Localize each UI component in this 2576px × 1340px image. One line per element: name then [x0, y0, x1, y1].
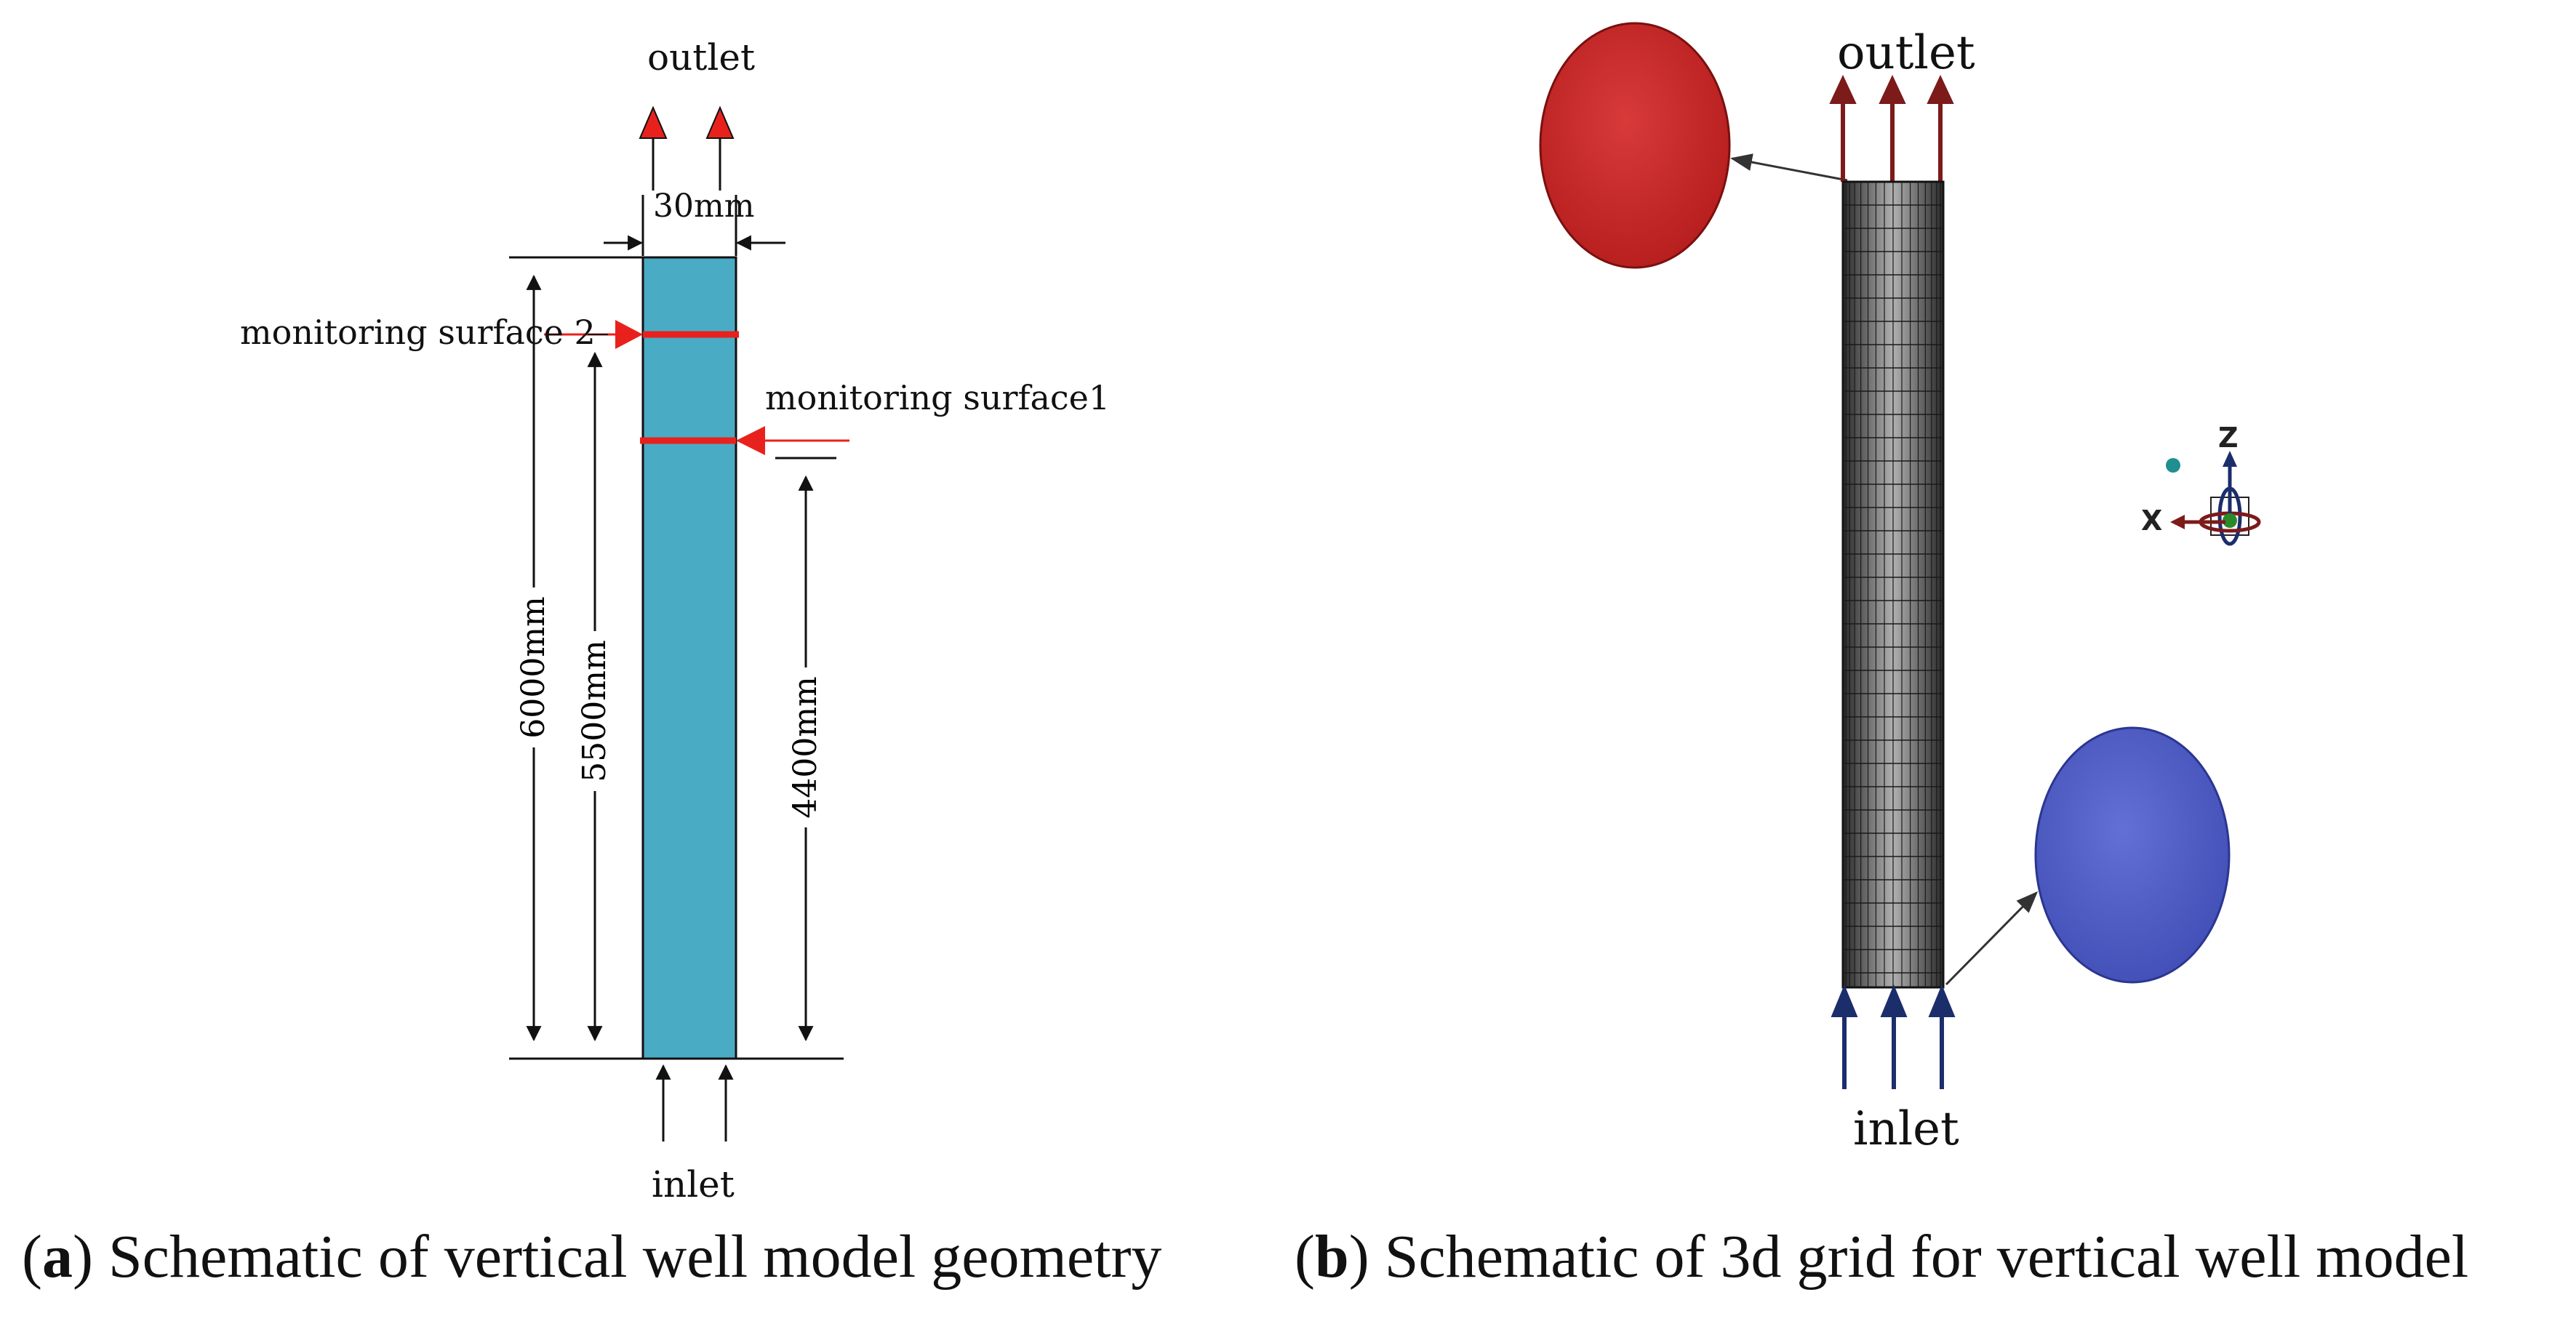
caption-a-letter: a	[41, 1223, 73, 1291]
panel-a-geometry	[509, 105, 849, 1142]
monitoring-surface-2-arrowhead	[615, 320, 643, 349]
dimension-6000-label: 6000mm	[515, 587, 553, 747]
caption-a-text: Schematic of vertical well model geometr…	[108, 1223, 1162, 1291]
caption-b-text: Schematic of 3d grid for vertical well m…	[1384, 1223, 2469, 1291]
triad-origin-dot	[2166, 458, 2180, 473]
monitoring-surface-1-arrowhead	[736, 426, 765, 455]
dimension-4400-label: 4400mm	[787, 667, 825, 827]
caption-a: (a) Schematic of vertical well model geo…	[22, 1223, 1162, 1291]
monitoring-surface-1-label: monitoring surface1	[765, 378, 1111, 417]
pipe-body	[641, 256, 737, 1060]
outlet-arrowhead-left	[639, 105, 668, 139]
inlet-label-a: inlet	[652, 1163, 735, 1205]
inlet-disc-leader	[1945, 891, 2039, 986]
axis-z-label: Z	[2218, 422, 2239, 454]
outlet-disc-leader	[1730, 153, 1848, 182]
axis-x-label: X	[2141, 505, 2163, 537]
inlet-arrow-2	[1880, 984, 1908, 1017]
inlet-label-b: inlet	[1853, 1102, 1959, 1156]
axis-triad	[2166, 451, 2261, 546]
outlet-label-b: outlet	[1837, 26, 1975, 80]
width-dimension-label: 30mm	[653, 188, 755, 225]
monitoring-surface-2-label: monitoring surface 2	[240, 313, 596, 352]
outlet-arrow-2	[1879, 74, 1906, 104]
inlet-section-disc	[2034, 726, 2231, 984]
outlet-section-disc	[1539, 22, 1731, 269]
inlet-arrow-3	[1928, 984, 1956, 1017]
caption-b-letter: b	[1314, 1223, 1349, 1291]
outlet-arrow-1	[1829, 74, 1857, 104]
mesh-grid-lines	[1843, 182, 1943, 987]
outlet-arrow-3	[1927, 74, 1954, 104]
outlet-label-a: outlet	[647, 36, 756, 79]
caption-b: (b) Schematic of 3d grid for vertical we…	[1295, 1223, 2469, 1291]
dimension-5500-label: 5500mm	[576, 631, 614, 791]
panel-b-grid	[1539, 22, 2261, 1089]
outlet-arrowhead-right	[705, 105, 735, 139]
inlet-arrow-1	[1831, 984, 1858, 1017]
